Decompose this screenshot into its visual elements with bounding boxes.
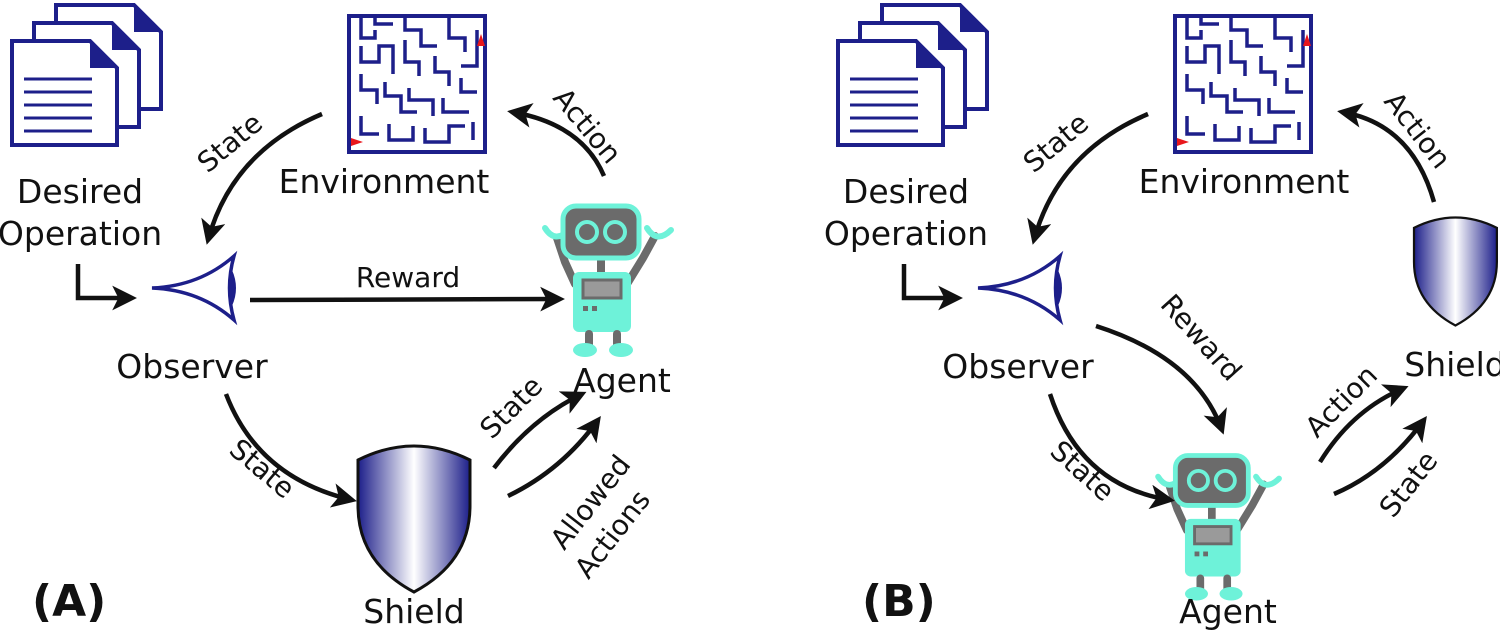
agent-label: Agent — [573, 361, 671, 400]
robot-icon — [545, 206, 671, 357]
robot-icon — [1158, 456, 1279, 601]
panel-a: Environment Desired Operation Observer A… — [0, 3, 671, 631]
maze-icon — [1173, 14, 1313, 154]
observer-label: Observer — [942, 347, 1094, 386]
arrow-agent-to-shield-state — [1333, 416, 1427, 497]
desired-operation-label-line2: Operation — [0, 214, 162, 253]
environment-label: Environment — [279, 162, 490, 201]
arrow-shield-to-env — [1337, 103, 1437, 203]
arrow-label-state-env: State — [191, 106, 269, 179]
panel-a-label: (A) — [32, 576, 106, 627]
arrow-shield-to-agent-state — [492, 391, 587, 470]
arrow-label-reward: Reward — [356, 261, 460, 294]
panel-b-label: (B) — [862, 576, 936, 627]
arrow-desired-to-observer — [901, 264, 963, 311]
observer-label: Observer — [116, 347, 268, 386]
maze-icon — [347, 14, 487, 154]
arrow-agent-to-shield-action — [1318, 384, 1409, 464]
arrow-agent-to-env — [507, 103, 607, 177]
desired-operation-label-line1: Desired — [17, 172, 143, 211]
arrow-env-to-observer — [201, 111, 323, 245]
arrows-b — [901, 103, 1437, 510]
arrow-label-state-shield: State — [223, 432, 301, 505]
eye-icon — [150, 254, 238, 322]
arrow-label-state-shield: State — [1373, 445, 1445, 524]
arrow-label-state-agent: State — [1044, 434, 1121, 508]
arrow-observer-to-agent — [249, 286, 565, 312]
arrow-observer-to-shield — [223, 393, 357, 508]
arrow-label-reward: Reward — [1154, 288, 1248, 388]
eye-icon — [976, 254, 1064, 322]
panel-b: Environment Desired Operation Observer S… — [824, 3, 1500, 631]
agent-label: Agent — [1179, 592, 1277, 631]
desired-operation-label-line1: Desired — [843, 172, 969, 211]
document-icon — [836, 3, 989, 147]
shield-label: Shield — [363, 592, 464, 631]
arrow-shield-to-agent-actions — [507, 415, 601, 499]
arrow-observer-to-agent-state — [1047, 393, 1175, 510]
arrow-label-state-env: State — [1017, 106, 1095, 179]
arrow-env-to-observer — [1027, 111, 1149, 245]
shield-icon — [356, 444, 472, 594]
arrows-a — [75, 103, 607, 508]
arrow-label-state-agent: State — [473, 369, 549, 445]
shield-icon — [1412, 216, 1498, 327]
desired-operation-label-line2: Operation — [824, 214, 988, 253]
shield-label: Shield — [1404, 345, 1500, 384]
environment-label: Environment — [1139, 162, 1350, 201]
arrow-desired-to-observer — [75, 264, 137, 311]
arrow-observer-to-agent-reward — [1095, 323, 1227, 435]
document-icon — [10, 3, 163, 147]
